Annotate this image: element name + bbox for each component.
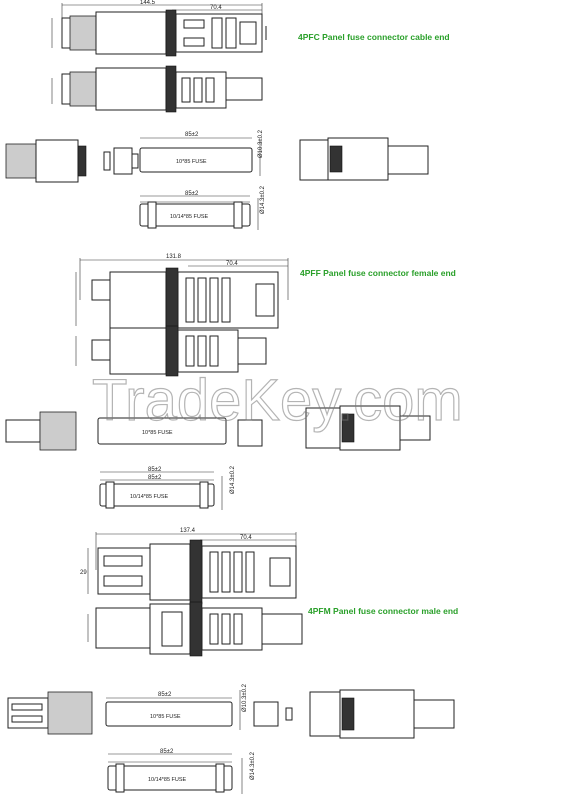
pfm-bottom-connector (87, 601, 303, 657)
pfm-total-dim: 137.4 (180, 528, 196, 534)
pfc-total-dim: 144.5 (140, 0, 156, 6)
pff-top-connector (75, 258, 289, 333)
pfm-top-connector (87, 532, 297, 605)
pff-large-fuse-label: 10/14*85 FUSE (130, 494, 169, 500)
pfc-fuse-len-dim: 85±2 (185, 132, 199, 138)
pff-fuse-dia-dim: Ø14.3±0.2 (230, 465, 236, 494)
pff-title: 4PFF Panel fuse connector female end (300, 268, 456, 278)
pfm-large-fuse-len: 85±2 (160, 749, 174, 755)
pfc-large-fuse-len: 85±2 (185, 191, 199, 197)
watermark: TradeKey.com (92, 368, 463, 433)
pff-bottom-connector (75, 325, 267, 377)
pfc-fuse-label: 10*85 FUSE (176, 159, 207, 165)
pfc-fuse-dia-dim: Ø10.3±0.2 (258, 129, 264, 158)
pff-large-fuse (99, 471, 223, 510)
pfm-large-fuse-label: 10/14*85 FUSE (148, 777, 187, 783)
pfc-large-fuse-label: 10/14*85 FUSE (170, 214, 209, 220)
pfc-top-connector (51, 3, 267, 57)
pfc-title: 4PFC Panel fuse connector cable end (298, 32, 450, 42)
pff-fuse-len-dim: 85±2 (148, 467, 162, 473)
pfm-fuse-len-dim: 85±2 (158, 692, 172, 698)
pfm-fuse-dia-dim: Ø10.3±0.2 (242, 683, 248, 712)
pfm-fuse-dia2-dim: Ø14.3±0.2 (250, 751, 256, 780)
pfm-height-dim: 29 (80, 570, 87, 576)
pff-total-dim: 131.8 (166, 254, 182, 260)
pff-fuse-len2-dim: 85±2 (148, 475, 162, 481)
pfm-body-dim: 70.4 (240, 535, 252, 541)
pfm-fuse-label: 10*85 FUSE (150, 714, 181, 720)
pfc-bottom-connector (51, 65, 263, 113)
pfm-exploded-view (7, 689, 455, 739)
pfc-exploded-view (5, 137, 429, 183)
pff-body-dim: 70.4 (226, 261, 238, 267)
pfc-large-fuse (139, 195, 259, 230)
pff-fuse-label: 10*85 FUSE (142, 430, 173, 436)
pfm-large-fuse (107, 753, 243, 794)
pfm-title: 4PFM Panel fuse connector male end (308, 606, 458, 616)
pfc-large-fuse-dia: Ø14.3±0.2 (260, 185, 266, 214)
pfc-body-dim: 70.4 (210, 5, 222, 11)
pff-exploded-view (5, 405, 431, 451)
